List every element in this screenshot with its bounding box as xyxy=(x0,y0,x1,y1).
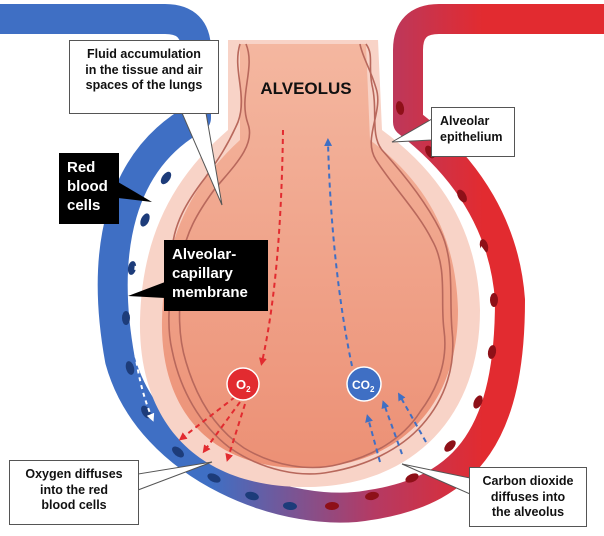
oxygen-subscript: 2 xyxy=(246,385,251,394)
carbon-dioxide-diffuses-callout: Carbon dioxide diffuses into the alveolu… xyxy=(469,467,587,527)
fluid-accumulation-callout: Fluid accumulation in the tissue and air… xyxy=(69,40,219,114)
blood-flow-arrow-vein xyxy=(131,249,155,422)
carbon-dioxide-bubble: CO2 xyxy=(346,366,382,402)
oxygen-symbol: O xyxy=(236,377,246,392)
capillary-vessel xyxy=(0,4,604,523)
callout-pointers-black xyxy=(118,182,165,298)
alveolus-title: ALVEOLUS xyxy=(260,79,351,98)
oxygen-bubble: O2 xyxy=(226,367,260,401)
oxygen-diffuses-callout: Oxygen diffuses into the red blood cells xyxy=(9,460,139,525)
oxygen-path-arrow xyxy=(258,129,284,366)
svg-text:CO2: CO2 xyxy=(352,378,375,394)
oxygen-diffusion-arrows xyxy=(178,396,246,462)
membrane-wave-lines xyxy=(168,43,454,475)
alveolar-epithelium-callout: Alveolar epithelium xyxy=(431,107,515,157)
red-blood-cells-callout: Red blood cells xyxy=(59,153,119,224)
svg-text:O2: O2 xyxy=(236,377,251,394)
blood-flow-arrow-artery xyxy=(478,246,490,361)
carbon-dioxide-subscript: 2 xyxy=(370,385,375,394)
alveolus-air-space xyxy=(161,44,458,468)
alveolar-capillary-membrane-callout: Alveolar- capillary membrane xyxy=(164,240,268,311)
carbon-dioxide-symbol: CO xyxy=(352,378,370,392)
carbon-dioxide-path-arrow xyxy=(324,138,353,367)
carbon-dioxide-diffusion-arrows xyxy=(365,392,427,463)
